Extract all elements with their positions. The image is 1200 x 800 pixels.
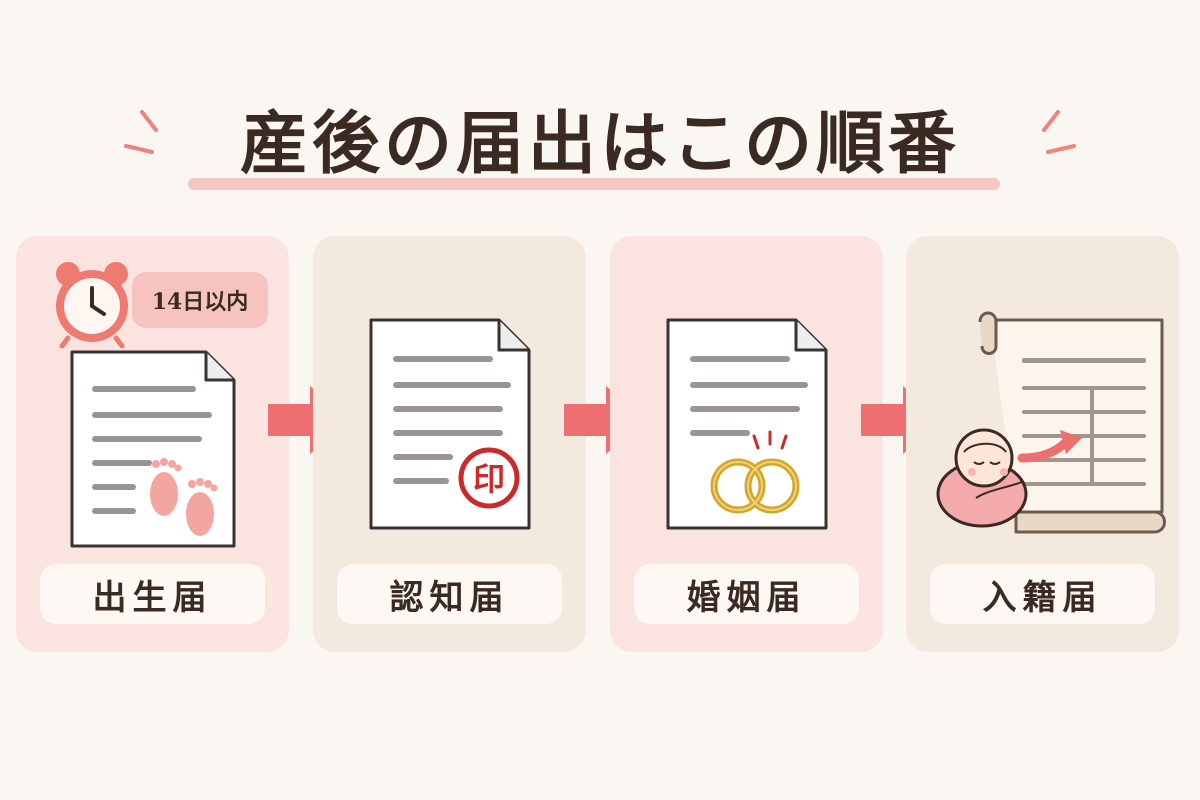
step-label: 出生届	[40, 564, 265, 624]
acknowledgment-document-illustration: 印	[369, 318, 531, 530]
step-label: 入籍届	[930, 564, 1155, 624]
family-register-illustration	[936, 311, 1166, 534]
alarm-clock-icon	[56, 262, 128, 349]
seal-stamp-icon: 印	[458, 447, 520, 509]
birth-document-illustration	[56, 262, 236, 548]
step-label: 婚姻届	[634, 564, 859, 624]
deadline-badge: 14日以内	[132, 272, 268, 328]
wedding-rings-icon	[710, 430, 800, 514]
scroll-icon	[978, 311, 1166, 534]
sparkle-left-icon	[124, 110, 158, 154]
right-arrow-icon	[1017, 430, 1082, 463]
baby-icon	[936, 428, 1028, 528]
marriage-document-illustration	[666, 318, 828, 530]
svg-text:印: 印	[473, 460, 505, 498]
title-underline	[188, 178, 1000, 190]
step-card-family-register: 入籍届	[906, 236, 1179, 652]
page-title: 産後の届出はこの順番	[239, 104, 960, 184]
footprints-icon	[150, 458, 218, 536]
title-area: 産後の届出はこの順番	[0, 0, 1200, 210]
step-card-acknowledgment: 印 認知届	[313, 236, 586, 652]
sparkle-right-icon	[1042, 110, 1076, 154]
document-icon	[369, 318, 531, 530]
step-card-marriage: 婚姻届	[610, 236, 883, 652]
step-label: 認知届	[337, 564, 562, 624]
document-icon	[666, 318, 828, 530]
